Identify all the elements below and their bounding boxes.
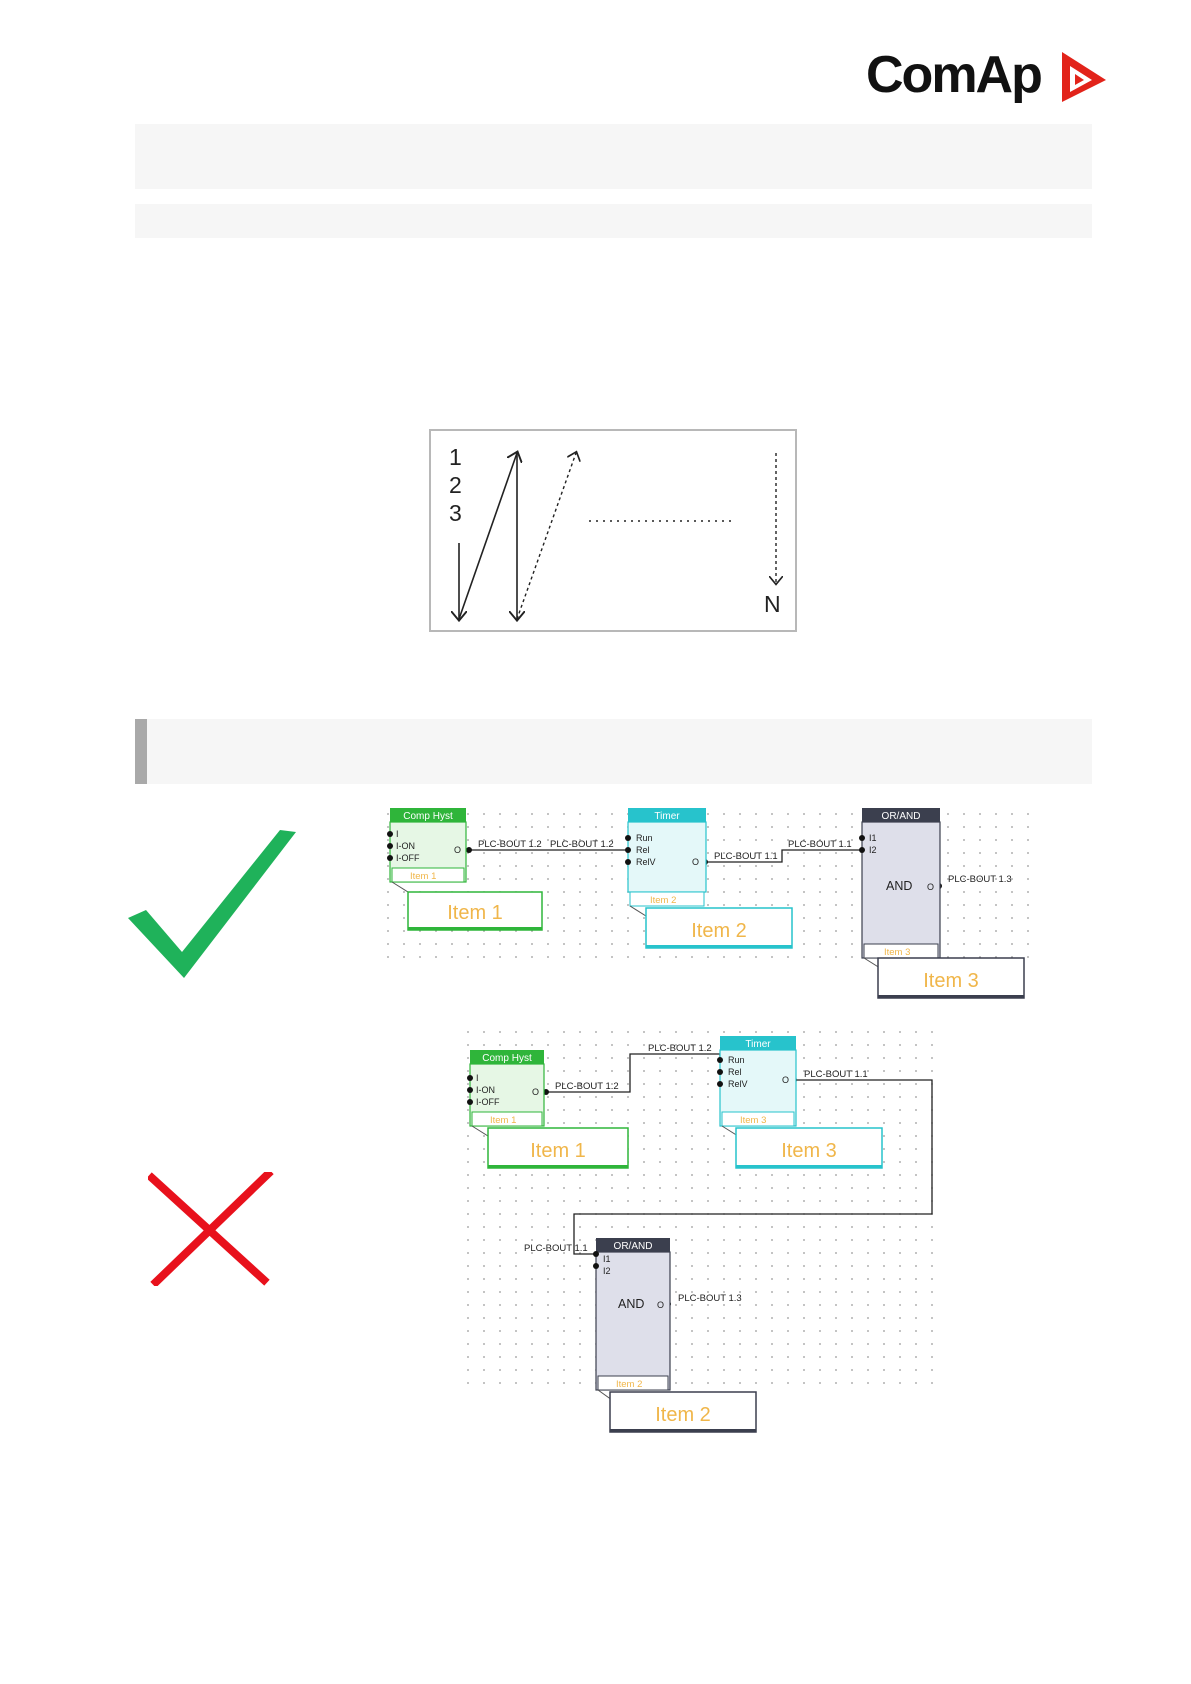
logo-text: ComAp [866, 46, 1043, 104]
wire-label: PLC-BOUT 1.1 [788, 839, 852, 850]
output-label: O [454, 845, 461, 855]
output-label: O [692, 857, 699, 867]
section-band-accent [135, 719, 147, 784]
item-small-label: Item 1 [490, 1115, 516, 1126]
wire-label: PLC-BOUT 1.1 [804, 1069, 868, 1080]
item-big-label: Item 2 [655, 1404, 711, 1426]
item-big-label: Item 1 [447, 902, 503, 924]
item-big-label: Item 3 [781, 1140, 837, 1162]
block-title: OR/AND [614, 1241, 653, 1252]
item-big-label: Item 3 [923, 970, 979, 992]
function-label: AND [886, 879, 912, 893]
wire-label: PLC-BOUT 1.2 [478, 839, 542, 850]
wire-label: PLC-BOUT 1.1 [714, 851, 778, 862]
section-band [135, 124, 1092, 189]
item-small-label: Item 2 [650, 895, 676, 906]
item-small-label: Item 3 [884, 947, 910, 958]
input-label: I1 [869, 833, 877, 843]
output-label: O [657, 1300, 664, 1310]
input-label: I [476, 1073, 479, 1083]
order-label-1: 1 [449, 444, 462, 470]
input-label: I-OFF [476, 1097, 500, 1107]
input-label: RelV [728, 1079, 748, 1089]
item-small-label: Item 2 [616, 1379, 642, 1390]
input-label: I2 [603, 1266, 611, 1276]
input-label: Rel [728, 1067, 742, 1077]
section-band-thin [135, 204, 1092, 238]
order-label-2: 2 [449, 472, 462, 498]
wire-label: PLC-BOUT 1.1 [524, 1243, 588, 1254]
order-label-3: 3 [449, 500, 462, 526]
check-icon [128, 830, 296, 978]
cross-icon [148, 1172, 274, 1286]
input-label: Run [636, 833, 653, 843]
wire-label: PLC-BOUT 1.3 [678, 1293, 742, 1304]
block-title: Timer [745, 1039, 771, 1050]
input-label: I2 [869, 845, 877, 855]
function-label: AND [618, 1297, 644, 1311]
block-title: Timer [654, 811, 680, 822]
timer-block[interactable]: Timer Run Rel RelV O Item 3 Item 3 [717, 1036, 883, 1169]
input-label: I-ON [476, 1085, 495, 1095]
block-title: Comp Hyst [482, 1053, 532, 1064]
input-label: I [396, 829, 399, 839]
logo-arrow-icon [1062, 52, 1106, 102]
wire-label: PLC-BOUT 1.2 [648, 1043, 712, 1054]
input-label: Rel [636, 845, 650, 855]
wire [469, 849, 862, 863]
wire-node [466, 847, 472, 853]
output-label: O [782, 1075, 789, 1085]
block-title: OR/AND [882, 811, 921, 822]
input-label: RelV [636, 857, 656, 867]
comap-logo: ComAp [866, 44, 1106, 106]
input-label: Run [728, 1055, 745, 1065]
wrong-diagram: PLC-BOUT 1.2 PLC-BOUT 1.2 PLC-BOUT 1.1 P… [467, 1031, 933, 1433]
output-label: O [927, 882, 934, 892]
item-big-label: Item 1 [530, 1140, 586, 1162]
comp-hyst-block[interactable]: Comp Hyst I I-ON I-OFF O Item 1 Item 1 [387, 808, 543, 931]
item-big-label: Item 2 [691, 920, 747, 942]
comp-hyst-block[interactable]: Comp Hyst I I-ON I-OFF O Item 1 Item 1 [467, 1050, 629, 1169]
output-label: O [532, 1087, 539, 1097]
item-small-label: Item 3 [740, 1115, 766, 1126]
input-label: I1 [603, 1254, 611, 1264]
timer-block[interactable]: Timer Run Rel RelV O Item 2 Item 2 [625, 808, 793, 949]
order-label-n: N [764, 591, 781, 617]
wire-label: PLC-BOUT 1.3 [948, 874, 1012, 885]
evaluation-order-figure: 1 2 3 N [429, 429, 797, 632]
or-and-block[interactable]: OR/AND I1 I2 AND O Item 2 Item 2 [593, 1238, 757, 1433]
wire-label: PLC-BOUT 1.2 [555, 1081, 619, 1092]
or-and-block[interactable]: OR/AND I1 I2 AND O Item 3 Item 3 [859, 808, 1025, 999]
input-label: I-OFF [396, 853, 420, 863]
input-label: I-ON [396, 841, 415, 851]
correct-diagram: PLC-BOUT 1.2 PLC-BOUT 1.2 PLC-BOUT 1.1 P… [387, 808, 1029, 999]
order-arrows [431, 431, 795, 630]
wire-label: PLC-BOUT 1.2 [550, 839, 614, 850]
item-small-label: Item 1 [410, 871, 436, 882]
block-title: Comp Hyst [403, 811, 453, 822]
section-band [135, 719, 1092, 784]
